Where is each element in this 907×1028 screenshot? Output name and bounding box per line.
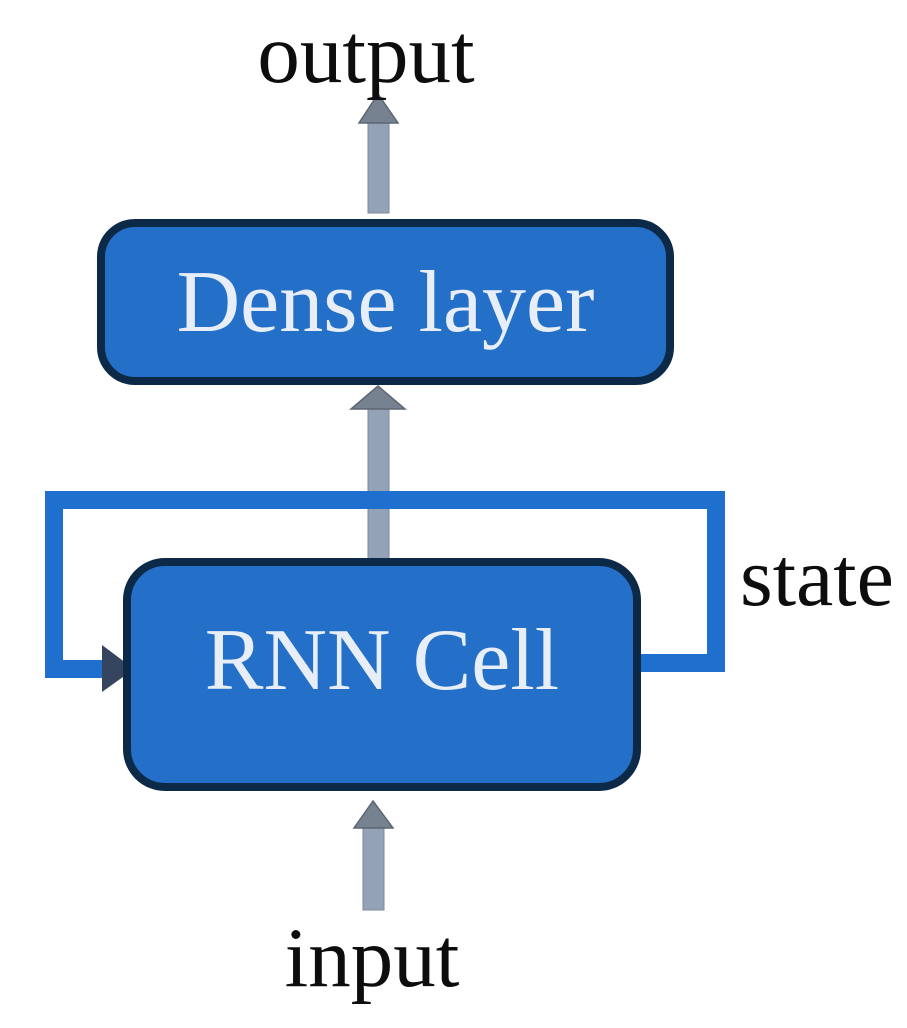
dense-layer-box: Dense layer [97, 219, 674, 385]
output-label: output [257, 7, 475, 101]
rnn-cell-box: RNN Cell [123, 558, 641, 791]
dense-to-output-arrow [357, 92, 400, 214]
state-feedback-loop-line [45, 491, 725, 678]
input-to-rnn-arrow-head [352, 799, 395, 829]
rnn-to-dense-arrow-head [348, 385, 408, 410]
input-to-rnn-arrow-shaft [362, 823, 385, 911]
dense-layer-label: Dense layer [176, 253, 595, 351]
dense-to-output-arrow-head [357, 92, 400, 124]
rnn-to-dense-arrow [348, 385, 408, 561]
state-feedback-loop [45, 491, 725, 692]
input-to-rnn-arrow [352, 799, 395, 911]
rnn-to-dense-arrow-shaft [367, 405, 390, 561]
state-label: state [740, 531, 894, 624]
dense-to-output-arrow-shaft [367, 117, 390, 214]
rnn-cell-label: RNN Cell [204, 612, 560, 709]
state-feedback-loop-arrowhead [102, 645, 134, 692]
input-label: input [284, 911, 460, 1005]
